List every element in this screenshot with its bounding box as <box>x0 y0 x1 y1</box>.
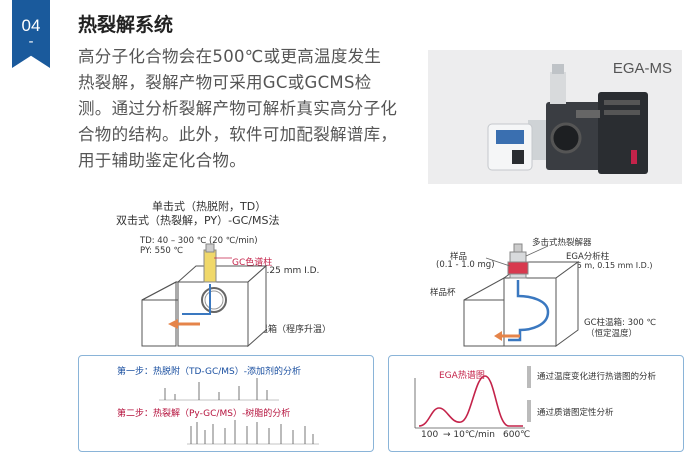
td-py-results-panel: 第一步：热脱附（TD-GC/MS）-添加剂的分析 第二步：热裂解（Py-GC/M… <box>78 355 374 452</box>
left-diagram-title-1: 单击式（热脱附，TD） <box>152 200 267 213</box>
left-ms-label: MS <box>150 334 164 344</box>
td-temperature: TD: 40 – 300 ℃ (20 ℃/min) <box>140 236 258 246</box>
sample-amount: (0.1 - 1.0 mg) <box>436 260 495 270</box>
right-oven-label: GC柱温箱: 300 ℃ <box>584 318 657 328</box>
instrument-photo: EGA-MS <box>428 50 682 184</box>
section-description: 高分子化合物会在500℃或更高温度发生热裂解，裂解产物可采用GC或GCMS检测。… <box>78 47 398 170</box>
section-title: 热裂解系统 <box>78 14 174 36</box>
ega-results-panel: EGA热谱图 100 → 10℃/min 600℃ 通过温度变化进行热谱图的分析… <box>388 355 684 452</box>
oven-label: 柱温箱（程序升温） <box>250 325 332 335</box>
right-ms-label: MS <box>470 334 484 344</box>
note-mass-spectrum: 通过质谱图定性分析 <box>537 408 614 418</box>
axis-start: 100 <box>421 430 439 440</box>
ega-column-spec: (2.5 m, 0.15 mm I.D.) <box>566 261 653 270</box>
section-number-badge: 04 - <box>12 0 50 68</box>
ega-thermogram <box>414 366 531 429</box>
left-diagram-title-2: 双击式（热裂解，PY）-GC/MS法 <box>116 214 280 227</box>
axis-end: 600℃ <box>503 430 531 440</box>
multi-shot-pyrolyzer-label: 多击式热裂解器 <box>532 238 592 248</box>
py-temperature: PY: 550 ℃ <box>140 246 184 256</box>
section-number: 04 <box>21 16 41 35</box>
ega-column-label: EGA分析柱 <box>566 252 610 262</box>
sample-label: 样品 <box>450 252 468 262</box>
gc-column-label: GC色谱柱 <box>232 258 273 268</box>
instrument-illustration <box>487 64 648 174</box>
axis-rate: → 10℃/min <box>443 430 495 440</box>
sample-cup-label: 样品杯 <box>430 288 456 298</box>
step2-label: 第二步：热裂解（Py-GC/MS）-树脂的分析 <box>117 409 291 419</box>
note-thermogram: 通过温度变化进行热谱图的分析 <box>537 372 657 382</box>
right-oven-note: （恒定温度） <box>586 329 638 339</box>
ega-graph-title: EGA热谱图 <box>439 371 485 381</box>
photo-label: EGA-MS <box>612 60 672 77</box>
gc-column-spec: 30 m, 0.25 mm I.D. <box>232 266 320 276</box>
step1-label: 第一步：热脱附（TD-GC/MS）-添加剂的分析 <box>117 367 302 377</box>
badge-dash: - <box>28 34 34 50</box>
chromatograms <box>159 378 319 445</box>
